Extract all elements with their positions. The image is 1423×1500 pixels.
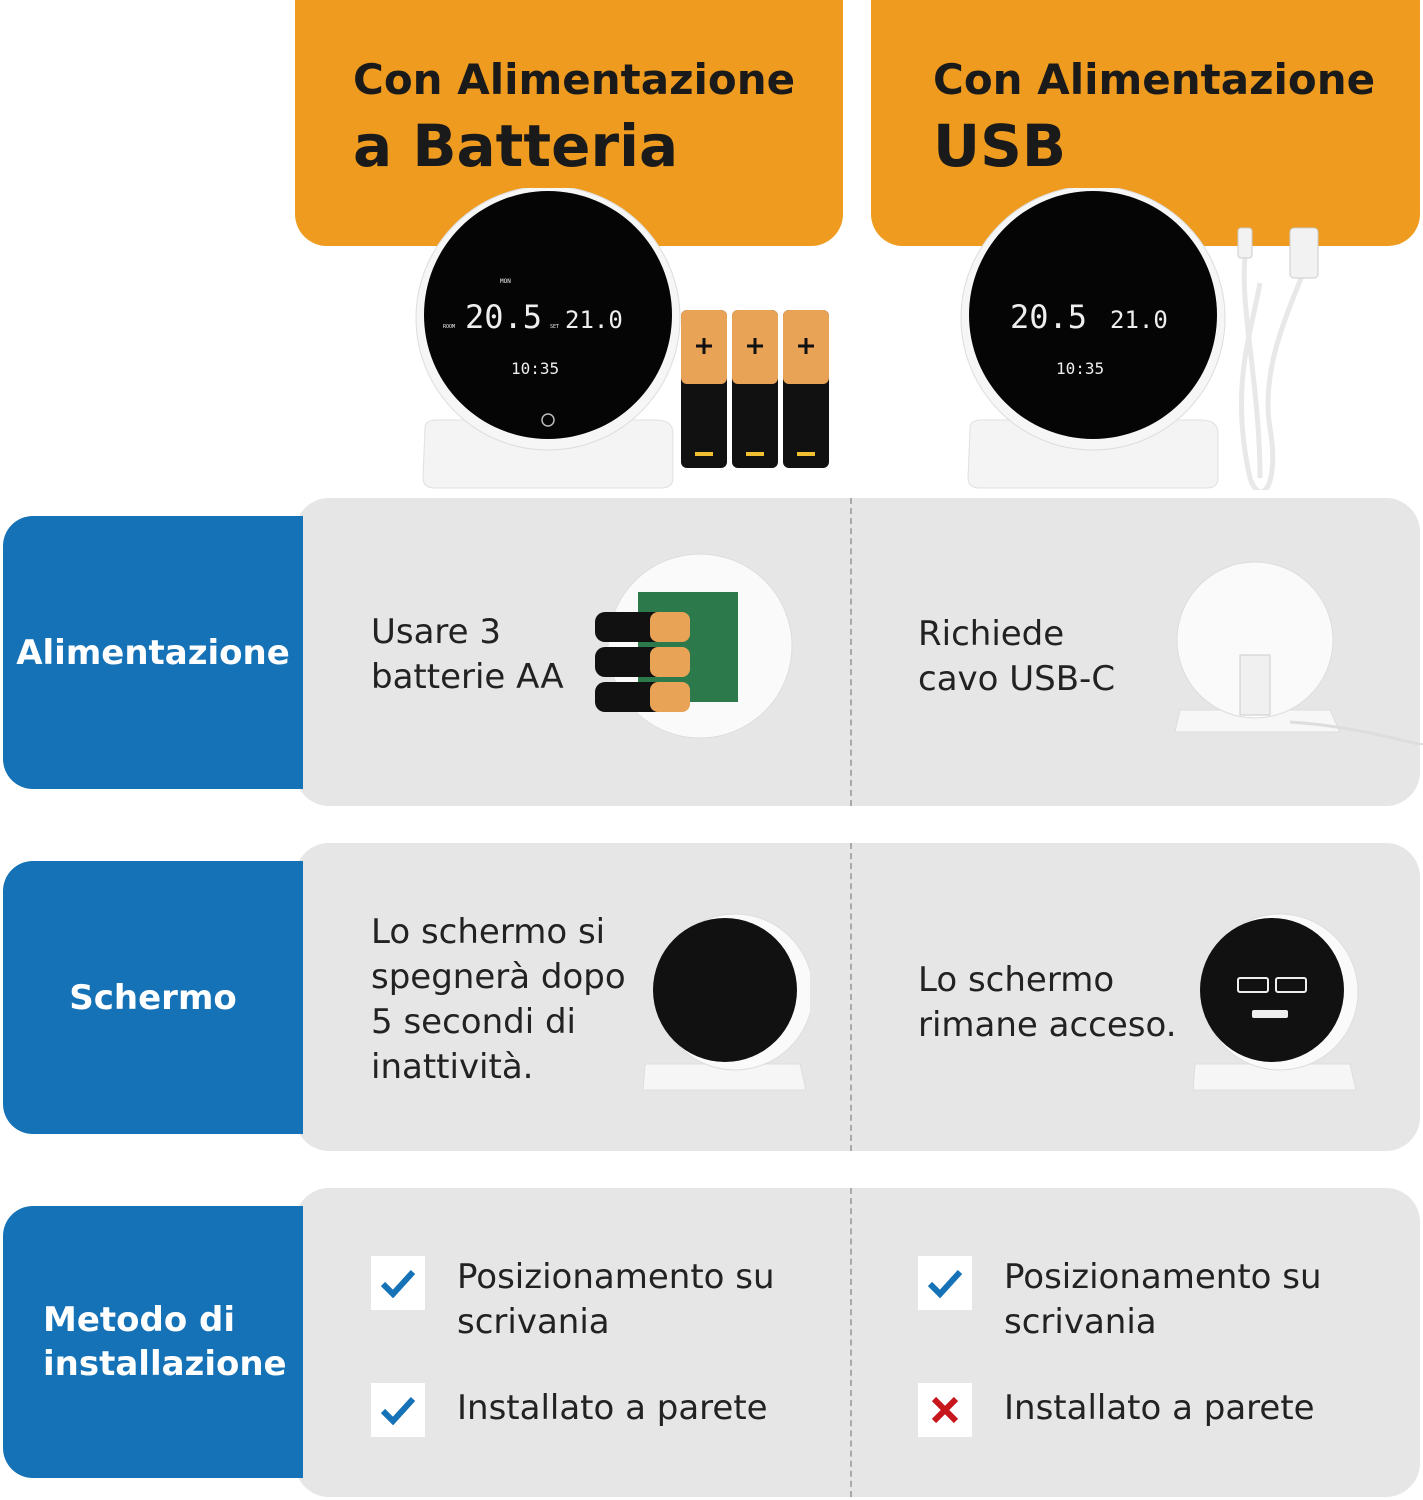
display-set-temp: 21.0 (565, 306, 623, 334)
header-usb: Con Alimentazione USB (871, 0, 1420, 246)
display-room-temp: 20.5 (465, 298, 542, 336)
row-label-install: Metodo di installazione (3, 1206, 303, 1478)
check-icon (918, 1256, 972, 1310)
check-icon (371, 1256, 425, 1310)
battery-compartment-image (595, 553, 793, 739)
usb-back-image (1174, 561, 1423, 745)
install-usb-desk-text: Posizionamento su scrivania (1004, 1257, 1322, 1342)
thermostat-battery-image: MON ROOM 20.5 SET 21.0 10:35 (415, 188, 829, 489)
display-day: MON (500, 278, 511, 285)
header-usb-line2: USB (933, 112, 1067, 180)
column-divider (850, 1188, 852, 1497)
check-icon (371, 1383, 425, 1437)
install-battery-desk-text: Posizionamento su scrivania (457, 1257, 775, 1342)
row-label-power: Alimentazione (3, 516, 303, 789)
screen-on-image (1192, 913, 1359, 1091)
thermostat-usb-image: 20.5 21.0 10:35 (960, 188, 1319, 490)
display-time: 10:35 (511, 359, 559, 378)
install-battery-wall-text: Installato a parete (457, 1388, 768, 1428)
power-icon (541, 413, 555, 427)
display-set-label: SET (550, 324, 559, 330)
row-label-screen: Schermo (3, 861, 303, 1134)
column-divider (850, 498, 852, 806)
row-install-panel (295, 1188, 1420, 1497)
power-battery-text: Usare 3 batterie AA (371, 612, 564, 697)
header-battery-line1: Con Alimentazione (353, 55, 796, 104)
display-room-temp: 20.5 (1010, 298, 1087, 336)
display-room-label: ROOM (443, 324, 455, 330)
screen-usb-text: Lo schermo rimane acceso. (918, 960, 1177, 1045)
install-usb-wall-text: Installato a parete (1004, 1388, 1315, 1428)
usb-cable-icon (1238, 257, 1308, 490)
display-set-temp: 21.0 (1110, 306, 1168, 334)
display-time: 10:35 (1056, 359, 1104, 378)
header-usb-line1: Con Alimentazione (933, 55, 1376, 104)
power-usb-text: Richiede cavo USB-C (918, 614, 1116, 699)
column-divider (850, 843, 852, 1151)
screen-off-image (642, 913, 810, 1091)
cross-icon (918, 1383, 972, 1437)
batteries-icon (681, 310, 829, 468)
screen-battery-text: Lo schermo si spegnerà dopo 5 secondi di… (371, 912, 626, 1087)
header-battery-line2: a Batteria (353, 112, 679, 180)
